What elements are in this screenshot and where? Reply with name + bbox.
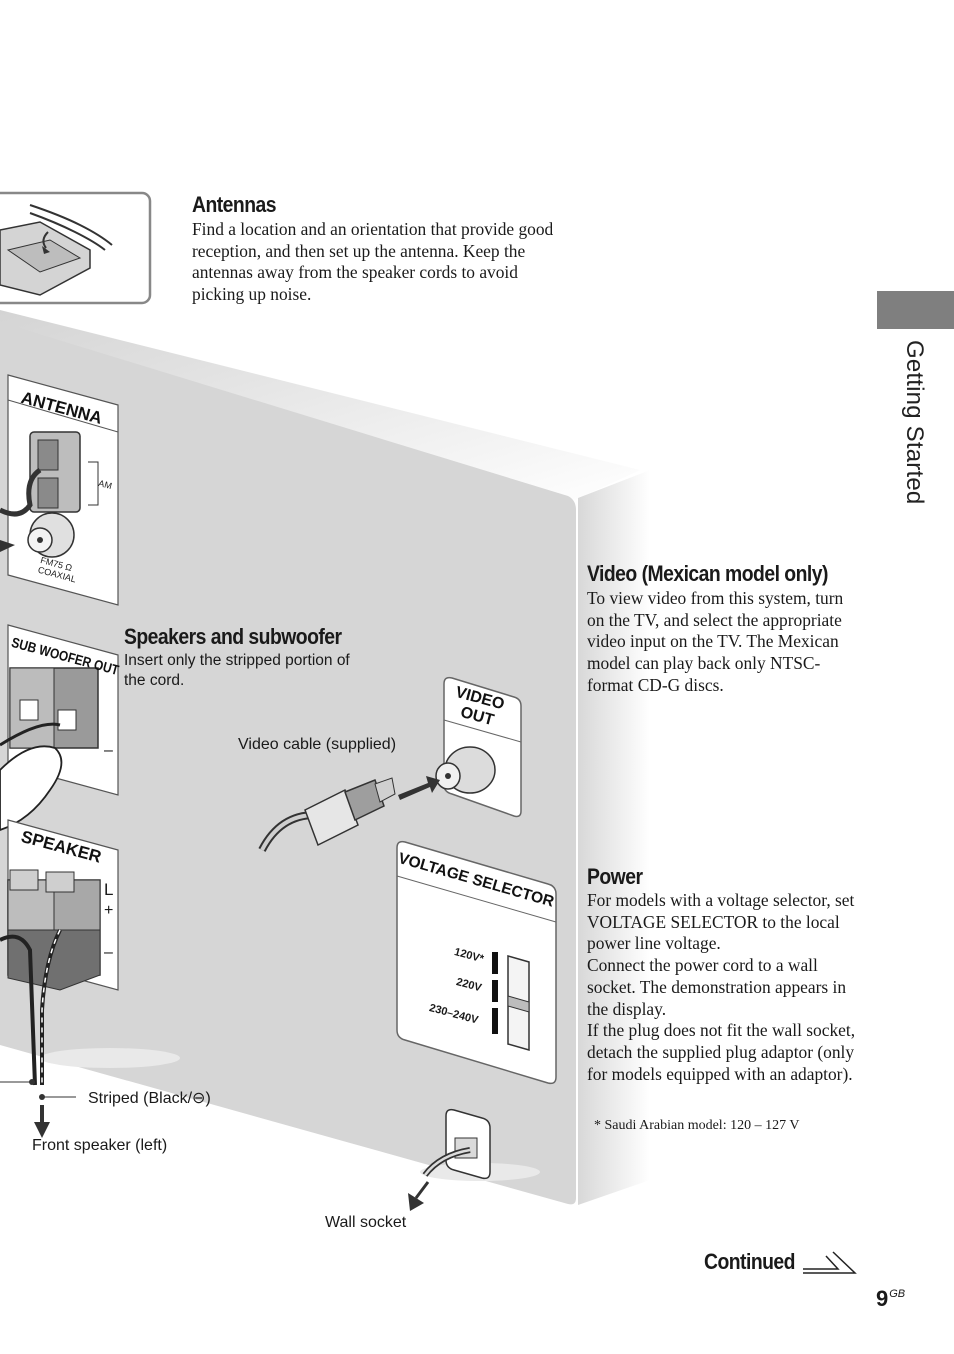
side-tab-marker <box>877 291 954 329</box>
antennas-heading: Antennas <box>192 192 277 217</box>
power-paragraph-3: If the plug does not fit the wall socket… <box>587 1020 856 1084</box>
foot-shadow-left <box>40 1048 180 1068</box>
speaker-wire <box>0 934 37 1086</box>
wall-socket-arrow <box>414 1181 430 1199</box>
unit-side-face <box>578 470 650 1205</box>
page-number-suffix: GB <box>889 1288 906 1300</box>
continued-label: Continued <box>704 1249 795 1274</box>
wall-socket <box>445 1108 491 1180</box>
page-number: 9GB <box>876 1286 905 1312</box>
power-paragraph-1: For models with a voltage selector, set … <box>587 890 855 954</box>
speakers-body: Insert only the stripped portion of the … <box>124 652 350 689</box>
wall-socket-label: Wall socket <box>325 1214 407 1231</box>
speaker-terminal <box>7 869 101 991</box>
front-speaker-label: Front speaker (left) <box>32 1137 168 1154</box>
antenna-inset-box <box>0 191 152 305</box>
fm-coaxial-jack <box>27 512 75 558</box>
continued-arrow-icon <box>803 1251 857 1274</box>
power-heading: Power <box>587 864 643 889</box>
striped-label: Striped (Black/⊖) <box>88 1090 211 1107</box>
unit-top-face <box>0 310 640 500</box>
panel-minus-label: – <box>104 944 113 961</box>
power-paragraph-2: Connect the power cord to a wall socket.… <box>587 955 847 1019</box>
subwoofer-wire <box>0 722 61 747</box>
page-number-value: 9 <box>876 1286 889 1311</box>
antenna-plate-divider <box>7 399 119 433</box>
side-tab: Getting Started <box>880 340 928 510</box>
fm-arrow <box>0 540 15 552</box>
power-footnote: * Saudi Arabian model: 120 – 127 V <box>594 1118 800 1133</box>
subwoofer-terminal <box>9 667 99 749</box>
power-body: For models with a voltage selector, set … <box>587 890 863 1085</box>
video-cable-label: Video cable (supplied) <box>238 736 397 753</box>
antennas-body: Find a location and an orientation that … <box>192 219 554 305</box>
video-out-jack <box>435 746 496 794</box>
am-terminal-block <box>29 431 99 513</box>
side-tab-label: Getting Started <box>901 340 928 505</box>
video-out-divider <box>443 719 522 743</box>
panel-subwoofer-minus-label: – <box>104 742 113 759</box>
video-heading: Video (Mexican model only) <box>587 561 828 586</box>
finger <box>0 745 63 831</box>
voltage-switch <box>492 952 530 1051</box>
voltage-selector-divider <box>396 875 557 923</box>
speakers-heading: Speakers and subwoofer <box>124 624 342 649</box>
video-body: To view video from this system, turn on … <box>587 588 844 695</box>
am-wire <box>0 467 42 517</box>
video-plug <box>304 777 396 847</box>
video-connect-arrow <box>398 776 440 800</box>
panel-plus-label: + <box>104 902 114 919</box>
panel-l-label: L <box>104 880 114 899</box>
